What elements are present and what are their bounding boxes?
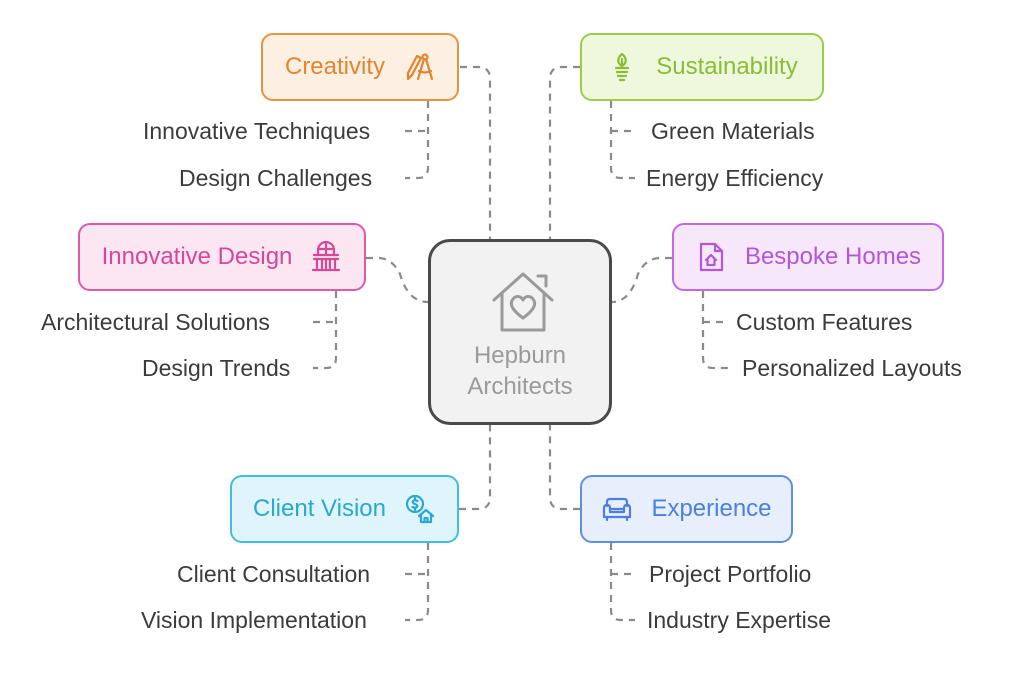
leaf-vision-implementation: Vision Implementation — [141, 607, 367, 633]
link-sustainability — [548, 65, 580, 239]
home-heart-icon — [492, 272, 554, 332]
center-node: Hepburn Architects — [428, 239, 612, 425]
branch-creativity-label: Creativity — [284, 53, 386, 80]
leaf-energy-efficiency: Energy Efficiency — [646, 165, 824, 191]
branch-bespoke-homes-label: Bespoke Homes — [744, 243, 922, 270]
branch-creativity[interactable]: Creativity — [261, 33, 459, 101]
branch-sustainability[interactable]: Sustainability — [580, 33, 824, 101]
link-client-vision — [459, 425, 492, 511]
link-bespoke-homes — [611, 256, 672, 304]
leaf-design-trends: Design Trends — [142, 355, 291, 381]
leaf-architectural-solutions: Architectural Solutions — [41, 309, 270, 335]
leaf-client-consultation: Client Consultation — [177, 561, 371, 587]
branch-sustainability-label: Sustainability — [656, 53, 798, 80]
leaf-project-portfolio: Project Portfolio — [649, 561, 812, 587]
leaf-innovative-techniques: Innovative Techniques — [143, 118, 371, 144]
house-document-icon — [695, 241, 727, 273]
link-creativity — [460, 65, 492, 239]
leaf-green-materials: Green Materials — [651, 118, 815, 144]
branch-experience-label: Experience — [651, 495, 772, 522]
money-house-icon — [404, 493, 436, 525]
leaf-design-challenges: Design Challenges — [179, 165, 373, 191]
center-title-line2: Architects — [467, 373, 573, 400]
center-title-line1: Hepburn — [473, 342, 567, 369]
leaf-personalized-layouts: Personalized Layouts — [742, 355, 962, 381]
leaf-industry-expertise: Industry Expertise — [647, 607, 832, 633]
leaf-custom-features: Custom Features — [736, 309, 913, 335]
link-innovative-design — [366, 256, 429, 304]
building-facade-icon — [310, 241, 342, 273]
branch-innovative-design[interactable]: Innovative Design — [78, 223, 366, 291]
lightbulb-leaf-icon — [606, 51, 638, 83]
branch-experience[interactable]: Experience — [580, 475, 793, 543]
branch-bespoke-homes[interactable]: Bespoke Homes — [672, 223, 944, 291]
branch-client-vision[interactable]: Client Vision — [230, 475, 459, 543]
pencil-compass-icon — [403, 51, 435, 83]
branch-client-vision-label: Client Vision — [253, 495, 386, 522]
link-experience — [548, 425, 580, 511]
branch-innovative-design-label: Innovative Design — [101, 243, 293, 270]
sofa-icon — [601, 493, 633, 525]
